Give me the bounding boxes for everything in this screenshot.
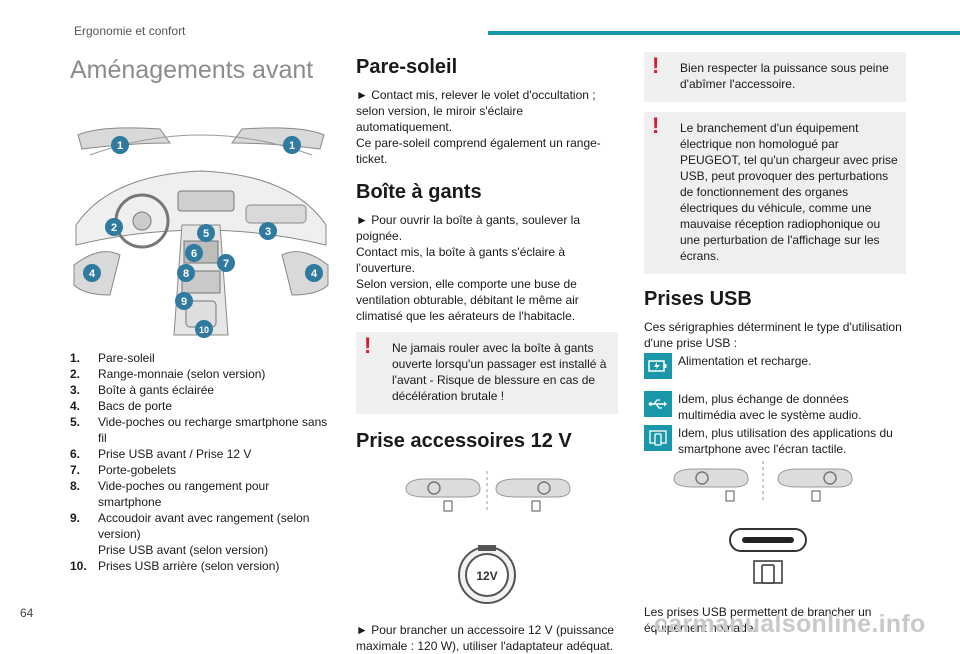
watermark: carmanualsonline.info — [654, 610, 926, 638]
battery-charge-icon — [644, 353, 672, 379]
section-title-boite-a-gants: Boîte à gants — [356, 181, 482, 203]
callout-3 — [259, 222, 277, 240]
svg-text:9: 9 — [181, 296, 187, 308]
paragraph: Ces sérigraphies déterminent le type d'u… — [644, 320, 902, 350]
list-item: 1.Pare-soleil — [70, 351, 155, 365]
column-amenagements: Aménagements avant — [70, 52, 332, 574]
callout-1-right — [283, 136, 301, 154]
svg-text:6: 6 — [191, 248, 197, 260]
warning-icon: ! — [364, 333, 372, 358]
warning-box-homologation: ! Le branchement d'un équipement électri… — [644, 112, 906, 274]
paragraph: Ce pare-soleil comprend également un ran… — [356, 136, 601, 166]
paragraph: ► Pour ouvrir la boîte à gants, soulever… — [356, 213, 580, 243]
callout-2 — [105, 218, 123, 236]
callout-9 — [175, 292, 193, 310]
svg-text:3: 3 — [265, 226, 271, 238]
callout-4-right — [305, 264, 323, 282]
usb-type-row: Idem, plus utilisation des applications … — [644, 425, 906, 457]
page-number: 64 — [20, 606, 34, 620]
list-item: 9.Accoudoir avant avec rangement (selon … — [70, 511, 310, 541]
callout-6 — [185, 244, 203, 262]
socket-12v-label: 12V — [476, 569, 497, 583]
svg-text:7: 7 — [223, 258, 229, 270]
usb-symbol-icon — [644, 391, 672, 417]
smartphone-mirror-icon — [644, 425, 672, 451]
list-item: 7.Porte-gobelets — [70, 463, 177, 477]
warning-icon: ! — [652, 53, 660, 78]
warning-box-power: ! Bien respecter la puissance sous peine… — [644, 52, 906, 102]
svg-text:4: 4 — [89, 268, 96, 280]
list-item: 2.Range-monnaie (selon version) — [70, 367, 266, 381]
list-item: Prise USB avant (selon version) — [98, 543, 269, 557]
paragraph: ► Contact mis, relever le volet d'occult… — [356, 88, 596, 134]
running-header: Ergonomie et confort — [74, 24, 186, 38]
usb-type-row: Alimentation et recharge. — [644, 353, 906, 379]
header-accent-bar — [488, 31, 960, 35]
paragraph: Contact mis, la boîte à gants s'éclaire … — [356, 245, 566, 275]
list-item: 4.Bacs de porte — [70, 399, 173, 413]
column-middle: Pare-soleil ► Contact mis, relever le vo… — [356, 52, 618, 654]
section-title-prise-12v: Prise accessoires 12 V — [356, 430, 572, 452]
callout-7 — [217, 254, 235, 272]
svg-text:1: 1 — [117, 140, 123, 152]
svg-text:10: 10 — [199, 325, 209, 335]
warning-icon: ! — [652, 113, 660, 138]
callout-1-left — [111, 136, 129, 154]
paragraph: ► Pour brancher un accessoire 12 V (puis… — [356, 623, 615, 653]
svg-text:5: 5 — [203, 228, 209, 240]
paragraph: Selon version, elle comporte une buse de… — [356, 277, 579, 323]
list-item: 6.Prise USB avant / Prise 12 V — [70, 447, 252, 461]
callout-4-left — [83, 264, 101, 282]
list-item: 10.Prises USB arrière (selon version) — [70, 559, 280, 573]
cabin-diagram: 1 1 2 5 3 6 7 8 4 4 9 10 — [73, 127, 329, 338]
section-title-pare-soleil: Pare-soleil — [356, 56, 458, 78]
usb-ports-diagram — [673, 461, 853, 584]
list-item: 8.Vide-poches ou rangement pour smartpho… — [70, 479, 270, 509]
section-title-prises-usb: Prises USB — [644, 288, 752, 310]
paragraph: Les prises USB permettent de brancher un… — [644, 605, 872, 635]
usb-type-row: Idem, plus échange de données multimédia… — [644, 391, 906, 423]
section-title-amenagements: Aménagements avant — [70, 56, 314, 84]
callout-8 — [177, 264, 195, 282]
list-item: 5.Vide-poches ou recharge smartphone san… — [70, 415, 328, 445]
legend-list: 1.Pare-soleil 2.Range-monnaie (selon ver… — [70, 350, 332, 574]
glove-box — [245, 204, 307, 224]
warning-box-glovebox: ! Ne jamais rouler avec la boîte à gants… — [356, 332, 618, 414]
list-item: 3.Boîte à gants éclairée — [70, 383, 215, 397]
svg-text:4: 4 — [311, 268, 318, 280]
svg-text:8: 8 — [183, 268, 189, 280]
svg-text:2: 2 — [111, 222, 117, 234]
callout-10 — [195, 320, 213, 338]
callout-5 — [197, 224, 215, 242]
column-right: ! Bien respecter la puissance sous peine… — [644, 52, 906, 636]
socket-12v-diagram: 12V — [405, 471, 571, 604]
svg-text:1: 1 — [289, 140, 295, 152]
door-right — [281, 251, 329, 296]
center-screen — [177, 190, 235, 212]
